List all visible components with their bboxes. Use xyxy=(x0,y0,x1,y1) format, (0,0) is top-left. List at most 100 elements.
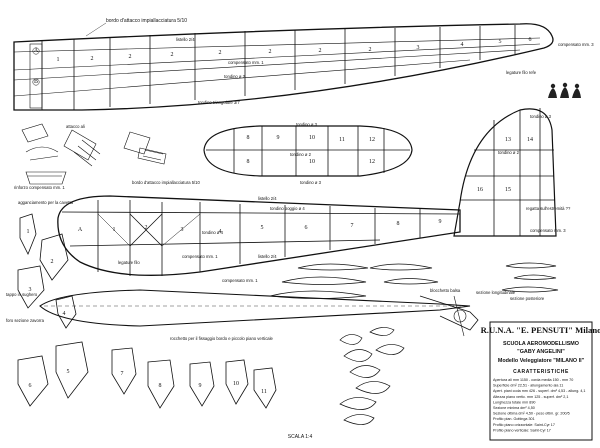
fus-label-compensato2: compensato mm. 1 xyxy=(222,278,258,283)
spec-line: Superficie dm² 22,51 - allungamento ala … xyxy=(493,384,563,388)
fus-label-agganciamento: agganciamento per la cavetta xyxy=(18,200,74,205)
svg-text:A: A xyxy=(78,227,83,233)
label-attacco: attacco ali xyxy=(66,124,85,129)
svg-text:12: 12 xyxy=(369,137,375,143)
svg-text:10: 10 xyxy=(309,135,315,141)
svg-text:15: 15 xyxy=(505,187,511,193)
svg-text:A: A xyxy=(34,48,39,54)
svg-text:13: 13 xyxy=(505,137,511,143)
title-org: R.U.N.A. "E. PENSUTI" Milano xyxy=(481,325,600,335)
svg-text:9: 9 xyxy=(199,383,202,389)
stab-label-3: tondino ø 3 xyxy=(300,180,322,185)
spec-line: Sezione ottima dm² 4,50 - peso ottim. gr… xyxy=(493,412,570,416)
wing-label-leading-edge: bordo d'attacco impiallacciatura 5/10 xyxy=(106,18,187,24)
fin-label-regatta: regatta sull'estremità ?? xyxy=(526,206,571,211)
stab-label-2: tondino ø 2 xyxy=(290,152,312,157)
fin-labels: tondino ø 3 tondino ø 2 regatta sull'est… xyxy=(477,114,571,233)
section-label-tappo: tappo in sughero xyxy=(6,292,38,297)
section-label-cilindretto: rocchetto per il fissaggio bordo e picco… xyxy=(170,336,274,341)
airfoil-profiles xyxy=(269,262,559,299)
svg-text:8: 8 xyxy=(397,221,400,227)
pilot-figures xyxy=(548,82,581,98)
svg-text:1: 1 xyxy=(57,57,60,63)
fin-label-2: tondino ø 2 xyxy=(498,150,520,155)
wing-label-trailing: tondino triangolare 3/7 xyxy=(198,100,240,105)
svg-text:9: 9 xyxy=(439,219,442,225)
svg-text:2: 2 xyxy=(129,54,132,60)
spec-line: Profilo piano verticale: Saint-Cyr 17 xyxy=(493,428,551,432)
spec-line: Profilo pian. Gottinga 301 xyxy=(493,417,535,421)
svg-text:6: 6 xyxy=(29,383,32,389)
title-block: R.U.N.A. "E. PENSUTI" Milano SCUOLA AERO… xyxy=(481,321,600,441)
wing-drawing xyxy=(13,23,554,111)
wing-label-spar1: listello 2/4 xyxy=(176,37,195,42)
svg-text:4: 4 xyxy=(219,229,222,235)
fuselage-drawing xyxy=(57,195,461,276)
svg-text:3: 3 xyxy=(417,45,420,51)
stabilizer-drawing xyxy=(203,125,413,177)
svg-text:8: 8 xyxy=(247,135,250,141)
rib-template-numbers: 1 2 3 4 5 6 7 8 9 10 11 xyxy=(27,229,267,395)
fin-drawing xyxy=(453,108,557,237)
svg-text:8: 8 xyxy=(247,159,250,165)
wing-labels: bordo d'attacco impiallacciatura 5/10 li… xyxy=(85,18,594,105)
svg-text:10: 10 xyxy=(233,381,239,387)
fus-label-listello-bottom: listello 2/4 xyxy=(258,254,277,259)
section-label-sezione2: sezione posteriore xyxy=(510,296,545,301)
spec-line: Sezione minima dm² 4,50 xyxy=(493,406,535,410)
svg-text:2: 2 xyxy=(91,56,94,62)
svg-text:2: 2 xyxy=(369,47,372,53)
svg-text:2: 2 xyxy=(171,52,174,58)
fin-label-compensato: compensato mm. 3 xyxy=(530,228,566,233)
svg-text:1: 1 xyxy=(27,229,30,235)
svg-text:10: 10 xyxy=(309,159,315,165)
svg-text:6: 6 xyxy=(529,37,532,43)
svg-text:5: 5 xyxy=(499,39,502,45)
svg-text:3: 3 xyxy=(29,287,32,293)
fuselage-section xyxy=(39,289,479,337)
fuselage-numbers: A 1 2 3 4 5 6 7 8 9 xyxy=(78,219,442,235)
stab-labels: tondino ø 3 tondino ø 2 tondino ø 3 8 9 … xyxy=(247,122,376,185)
svg-text:2: 2 xyxy=(145,225,148,231)
svg-text:2: 2 xyxy=(319,48,322,54)
title-char: CARATTERISTICHE xyxy=(513,369,569,375)
fus-label-leading: bordo d'attacco impiallacciatura 5/10 xyxy=(132,180,201,185)
section-label-blocchetto: blocchetto balsa xyxy=(430,288,461,293)
fin-label-1: tondino ø 3 xyxy=(530,114,552,119)
wing-label-tondino: tondino ø 2 xyxy=(224,74,246,79)
spec-line: Apertura ali mm 1150 - corda media 150 -… xyxy=(493,378,573,382)
svg-text:11: 11 xyxy=(339,137,345,143)
section-labels: tappo in sughero foro sezione zavorra bl… xyxy=(6,288,545,341)
svg-text:4: 4 xyxy=(63,311,66,317)
svg-text:5: 5 xyxy=(261,225,264,231)
svg-text:2: 2 xyxy=(219,50,222,56)
title-model: Modello Veleggiatore "MILANO II" xyxy=(498,358,585,364)
wing-label-legature: legature filo refe xyxy=(506,70,537,75)
fus-label-listello-top: listello 2/4 xyxy=(258,196,277,201)
svg-text:16: 16 xyxy=(477,187,483,193)
misc-labels: attacco ali xyxy=(66,124,85,129)
svg-text:8: 8 xyxy=(159,383,162,389)
fus-label-compensato1: compensato mm. 1 xyxy=(182,254,218,259)
fuselage-labels: bordo d'attacco impiallacciatura 5/10 ri… xyxy=(14,180,305,283)
svg-text:3: 3 xyxy=(181,227,184,233)
svg-text:11: 11 xyxy=(261,389,267,395)
scale-label: SCALA 1:4 xyxy=(288,434,313,440)
spec-line: Altezza piano vertic. mm 125 - superf. d… xyxy=(493,395,568,399)
fus-label-tondino: tondino ø 4 xyxy=(202,230,224,235)
wing-label-tip: compensato mm. 3 xyxy=(558,42,594,47)
section-label-foro: foro sezione zavorra xyxy=(6,318,45,323)
spec-list: Apertura ali mm 1150 - corda media 150 -… xyxy=(493,378,585,432)
title-name: "GABY ANGELINI" xyxy=(517,349,565,355)
spec-line: Apert. piani coda mm 426 - superf. dm² 4… xyxy=(493,389,585,393)
svg-text:7: 7 xyxy=(121,371,124,377)
stab-label-1: tondino ø 3 xyxy=(296,122,318,127)
svg-text:14: 14 xyxy=(527,137,533,143)
svg-text:9: 9 xyxy=(277,135,280,141)
svg-text:5: 5 xyxy=(67,369,70,375)
svg-text:4: 4 xyxy=(461,42,464,48)
svg-text:6: 6 xyxy=(305,225,308,231)
wing-label-compensato: compensato mm. 1 xyxy=(228,60,264,65)
title-school: SCUOLA AEROMODELLISMO xyxy=(503,341,579,347)
